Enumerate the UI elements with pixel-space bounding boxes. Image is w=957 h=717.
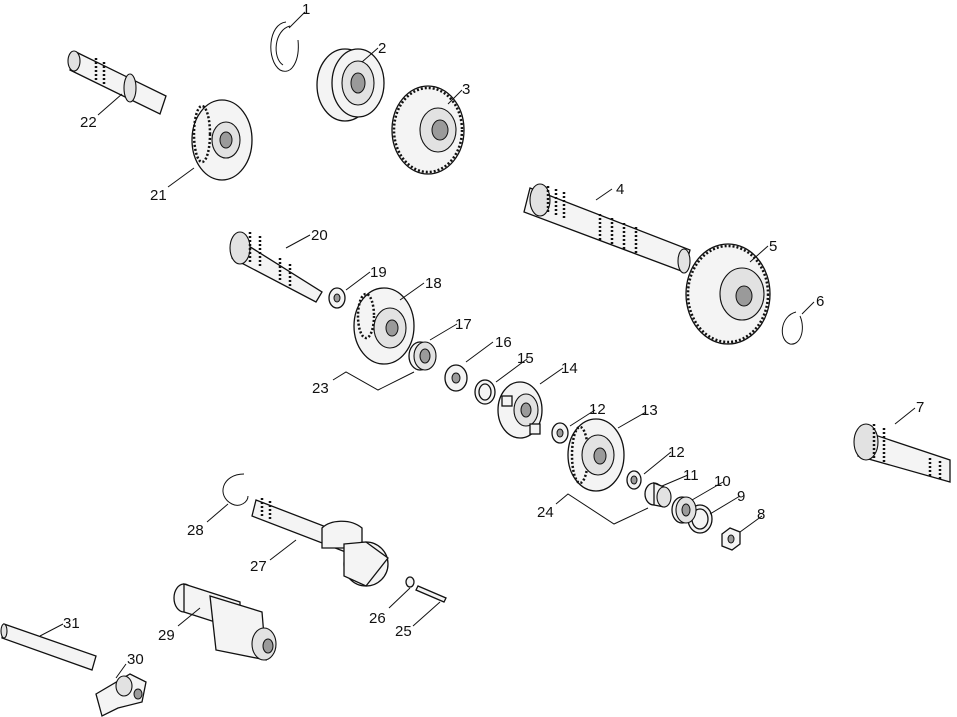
part-28-circlip-drawing [222,473,249,506]
part-14-hub-drawing [497,381,543,439]
label-part-9: 9 [737,488,745,505]
label-part-2: 2 [378,40,386,57]
part-26-washer-drawing [405,576,415,588]
label-part-4: 4 [616,181,624,198]
part-19-washer-drawing [328,287,346,309]
part-5-gear-drawing [685,243,771,345]
label-part-8: 8 [757,506,765,523]
label-part-6: 6 [816,293,824,310]
part-1-circlip-drawing [270,21,299,72]
part-16-washer-drawing [444,364,468,392]
part-4-shaft-drawing [523,183,691,274]
label-part-11: 11 [683,467,699,484]
part-20-shaft-drawing [229,231,323,303]
part-30-fork-drawing [95,673,147,717]
label-part-3: 3 [462,81,470,98]
label-part-29: 29 [158,627,175,644]
label-part-15: 15 [517,350,534,367]
part-3-gear-drawing [391,85,465,175]
part-6-circlip-drawing [781,311,803,345]
label-part-14: 14 [561,360,578,377]
label-part-13: 13 [641,402,658,419]
label-part-23: 23 [312,380,329,397]
part-18-gear-drawing [353,287,415,365]
label-part-31: 31 [63,615,80,632]
part-25-pin-drawing [415,585,447,603]
label-part-12a: 12 [589,401,606,418]
part-15-ring-drawing [474,379,496,405]
part-27-shaft-drawing [251,498,389,587]
leader-lines [39,11,916,679]
part-12b-washer-drawing [626,470,642,490]
part-2-bearing-drawing [316,48,385,122]
label-part-27: 27 [250,558,267,575]
part-12a-washer-drawing [551,422,569,444]
label-part-1: 1 [302,1,310,18]
part-17-bearing-drawing [408,341,437,371]
part-22-shaft-drawing [67,50,167,115]
label-part-22: 22 [80,114,97,131]
label-part-19: 19 [370,264,387,281]
part-13-gear-drawing [567,418,625,492]
label-part-24: 24 [537,504,554,521]
label-part-10: 10 [714,473,731,490]
label-part-26: 26 [369,610,386,627]
label-part-20: 20 [311,227,328,244]
label-part-28: 28 [187,522,204,539]
label-part-30: 30 [127,651,144,668]
part-10-bushing-drawing [671,496,697,524]
label-part-5: 5 [769,238,777,255]
label-part-16: 16 [495,334,512,351]
part-labels: 1 2 3 4 5 6 7 8 9 10 11 12 12 13 14 15 1… [63,1,924,668]
label-part-12b: 12 [668,444,685,461]
label-part-17: 17 [455,316,472,333]
label-part-25: 25 [395,623,412,640]
part-29-drum-drawing [173,583,277,661]
part-31-rod-drawing [0,623,97,671]
label-part-7: 7 [916,399,924,416]
part-21-gear-drawing [191,99,253,181]
part-11-sleeve-drawing [644,482,672,508]
label-part-21: 21 [150,187,167,204]
part-7-shaft-drawing [853,423,951,483]
part-8-nut-drawing [721,527,741,551]
label-part-18: 18 [425,275,442,292]
